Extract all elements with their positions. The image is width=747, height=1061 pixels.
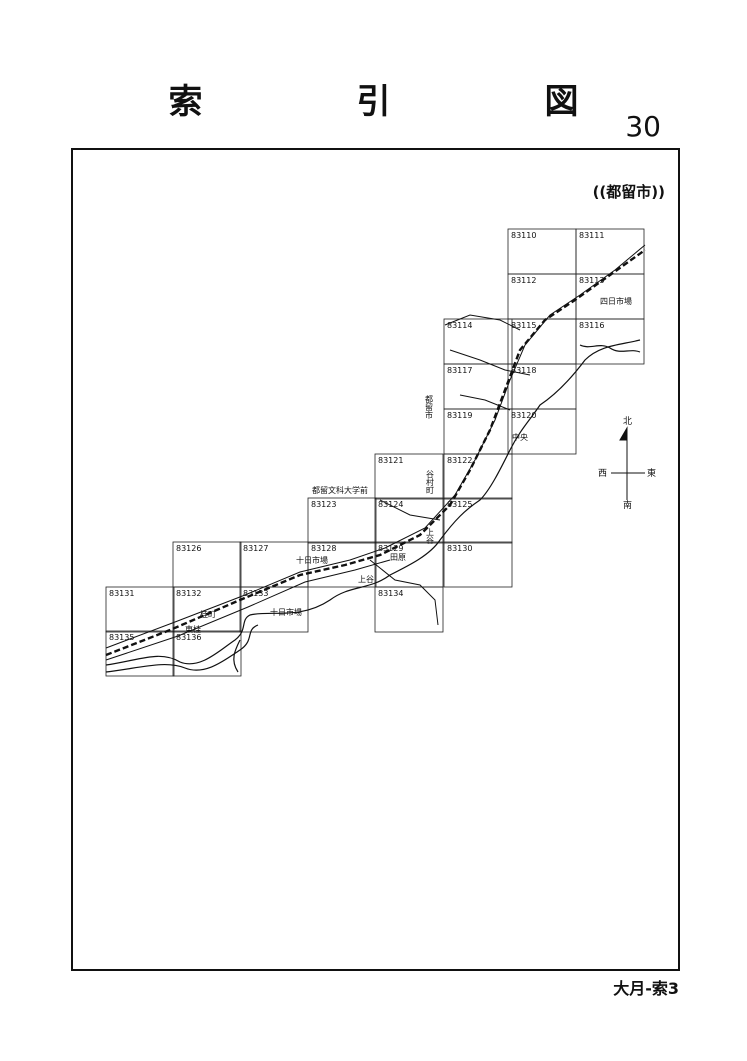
- tile-code-label: 83121: [378, 456, 403, 465]
- place-label: 十日市場: [296, 555, 328, 565]
- tile-code-label: 83125: [447, 500, 472, 509]
- tile-code-label: 83120: [511, 411, 536, 420]
- tile-code-label: 83135: [109, 633, 134, 642]
- road-lines: [105, 244, 646, 661]
- place-label: 都留市: [425, 395, 434, 420]
- map-tile[interactable]: [172, 630, 242, 677]
- map-tile[interactable]: [374, 586, 444, 633]
- tile-code-label: 83116: [579, 321, 604, 330]
- river-lines: [105, 339, 641, 673]
- tile-code-label: 83130: [447, 544, 472, 553]
- tile-code-label: 83114: [447, 321, 472, 330]
- tile-code-label: 83113: [579, 276, 604, 285]
- tile-code-label: 83112: [511, 276, 536, 285]
- tile-code-label: 83136: [176, 633, 201, 642]
- place-label: 十日市場: [270, 607, 302, 617]
- place-label: 桂町: [200, 609, 216, 619]
- tile-code-label: 83126: [176, 544, 201, 553]
- tile-grid: 83110 83111 83112 83113 83114 83115 83116 83117…: [105, 228, 645, 677]
- map-tile[interactable]: [105, 586, 175, 633]
- map-tile[interactable]: [443, 541, 513, 588]
- compass-west: 西: [598, 468, 607, 479]
- tile-code-label: 83127: [243, 544, 268, 553]
- place-label: 谷村町: [426, 470, 435, 494]
- tile-code-label: 83134: [378, 589, 403, 598]
- tile-code-label: 83133: [243, 589, 268, 598]
- map-tile[interactable]: [307, 497, 377, 544]
- tile-code-label: 83119: [447, 411, 472, 420]
- map-tile[interactable]: [374, 453, 444, 500]
- compass-south: 南: [623, 499, 632, 511]
- compass: [611, 426, 645, 500]
- place-label: 都留文科大学前: [312, 485, 368, 495]
- map-tile[interactable]: [443, 497, 513, 544]
- tile-code-label: 83128: [311, 544, 336, 553]
- map-tile[interactable]: [105, 630, 175, 677]
- place-label: 東桂: [185, 624, 201, 634]
- railway-line: [105, 249, 646, 657]
- map-frame: [71, 148, 680, 971]
- page-number: 30: [625, 110, 661, 143]
- tile-code-label: 83132: [176, 589, 201, 598]
- map-tile[interactable]: [374, 497, 444, 544]
- tile-code-label: 83115: [511, 321, 536, 330]
- place-label: 中央: [512, 432, 528, 442]
- tile-code-label: 83117: [447, 366, 472, 375]
- place-label: 上谷: [426, 528, 435, 545]
- tile-code-label: 83131: [109, 589, 134, 598]
- page-title: 索 引 図: [168, 82, 639, 122]
- tile-code-label: 83122: [447, 456, 472, 465]
- tile-code-label: 83123: [311, 500, 336, 509]
- tile-code-label: 83110: [511, 231, 536, 240]
- place-label: 上谷: [358, 575, 374, 584]
- place-label: 田原: [390, 553, 406, 562]
- tile-code-label: 83129: [378, 544, 403, 553]
- compass-east: 東: [647, 467, 656, 479]
- region-label: ((都留市)): [592, 183, 665, 201]
- tile-code-label: 83118: [511, 366, 536, 375]
- map-tile[interactable]: [507, 408, 577, 455]
- sheet-label: 大月-索3: [613, 979, 679, 998]
- tile-code-label: 83111: [579, 231, 604, 240]
- compass-north: 北: [623, 416, 632, 427]
- tile-code-label: 83124: [378, 500, 403, 509]
- place-label: 四日市場: [600, 296, 632, 306]
- map-tile[interactable]: [575, 318, 645, 365]
